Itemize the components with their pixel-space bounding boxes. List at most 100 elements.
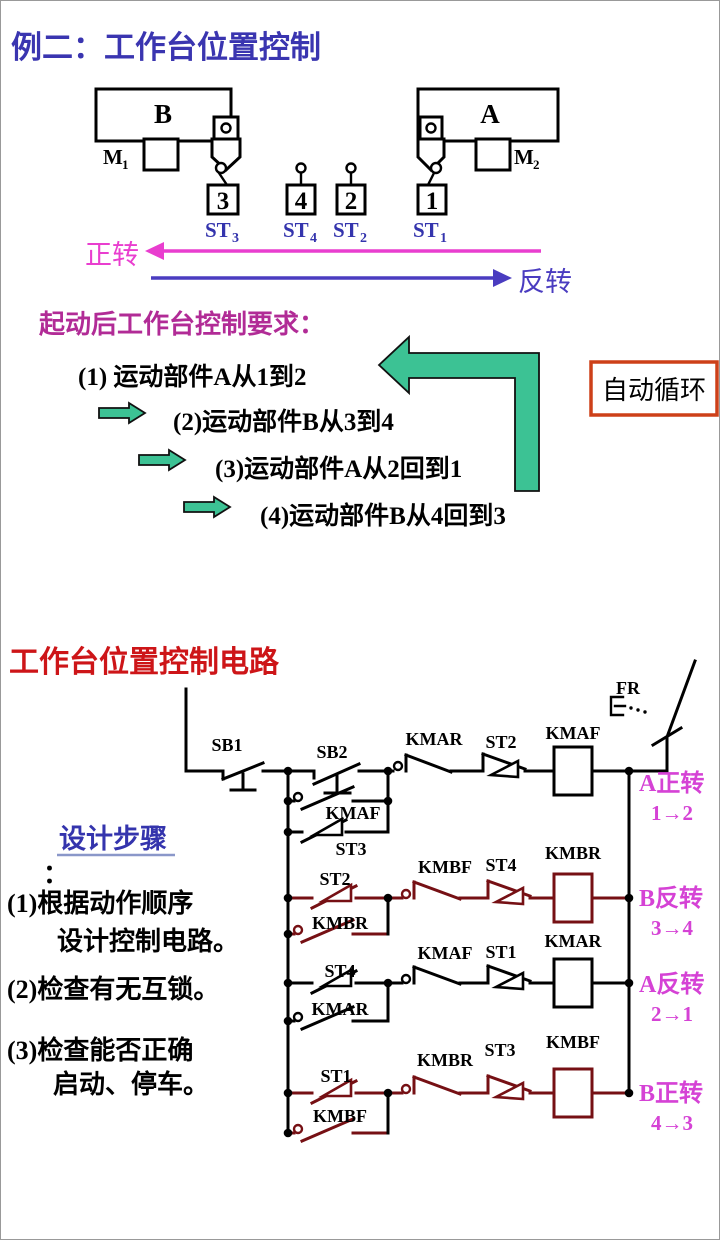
out1-name: A正转 [639,769,704,797]
supply-feed-wire [184,687,225,773]
kmbr-nc-hook [400,1083,412,1095]
step-arrow-icon-2 [138,449,186,471]
requirement-item-2: (2)运动部件B从3到4 [173,407,394,436]
design-heading: 设计步骤 [59,824,167,854]
out4-name: B正转 [639,1079,703,1107]
pos-4-label: 4 [295,188,308,215]
lever-b-link [217,171,229,187]
pos-box-4 [285,183,317,216]
reverse-arrowhead-icon [493,269,512,287]
block-b-label: B [154,99,172,129]
requirement-item-3: (3)运动部件A从2回到1 [215,454,462,483]
motor-m1-sub: 1 [122,157,129,172]
out4-range: 4→3 [651,1111,693,1135]
roller-b-icon [220,122,232,134]
limit-switch-labels: ST 3 ST 4 ST 2 ST 1 [205,218,447,246]
direction-arrows: 正转 反转 [85,240,572,297]
st4-row3-label: ST4 [324,961,355,981]
kmar-nc-contact [404,753,485,774]
st1-roller-icon-row3 [491,970,525,991]
st4-row2-label: ST4 [485,855,516,875]
requirement-item-1: (1) 运动部件A从1到2 [78,362,306,391]
circuit-labels: FR SB1 SB2 KMAR ST2 KMAF KMAF ST3 ST2 KM… [211,678,641,1126]
rung-1-a-forward [386,745,631,797]
pos-1-label: 1 [426,188,439,215]
kmbr-hold-label: KMBR [312,913,369,933]
design-step2: (2)检查有无互锁。 [7,974,219,1004]
kmaf-nc-label: KMAF [418,943,473,963]
requirements-section: 起动后工作台控制要求： (1) 运动部件A从1到2 (2)运动部件B从3到4 (… [39,309,719,530]
rung-2-b-reverse [286,872,631,944]
sb1-label: SB1 [211,735,242,755]
design-step3-line1: (3)检查能否正确 [7,1035,193,1065]
motor-m1-box [142,137,180,172]
st1-roller-icon-row4 [318,1077,353,1098]
out2-range: 3→4 [651,916,694,940]
kmar-hold-label: KMAR [312,999,370,1019]
kmbr-nc-contact [412,1075,490,1096]
st1-row4-label: ST1 [320,1066,351,1086]
kmar-nc-hook [392,760,404,772]
kmbr-coil [552,872,594,924]
contact-sb2 [286,762,390,795]
kmbr-nc-label: KMBR [417,1050,474,1070]
st4-roller-icon-row3 [318,967,353,988]
rung-4-b-forward [286,1067,633,1143]
st3-sub: 3 [232,231,239,246]
pos-3-label: 3 [217,188,230,215]
motor-m2-label: M [514,145,534,169]
motor-m1-label: M [103,145,123,169]
kmaf-hold-label: KMAF [326,803,381,823]
design-steps: 设计步骤 ： (1)根据动作顺序 设计控制电路。 (2)检查有无互锁。 (3)检… [7,824,239,1099]
st2-roller-icon-row2 [318,882,353,903]
st2-roller-icon-row1 [486,758,520,779]
auto-cycle-box [589,360,719,417]
st3-roller-icon-row4 [491,1080,525,1101]
kmbr-coil-label: KMBR [545,843,602,863]
design-step3-line2: 启动、停车。 [53,1069,209,1099]
pos-box-3 [206,183,240,216]
kmbf-selfhold-contact [300,1117,390,1143]
sb2-label: SB2 [316,742,347,762]
st2-row1-label: ST2 [485,732,516,752]
kmaf-nc-contact [412,965,490,986]
out1-range: 1→2 [651,801,693,825]
kmar-coil-label: KMAR [545,931,603,951]
kmbf-nc-hook [400,888,412,900]
mechanical-diagram: B M 1 A M 2 3 4 2 1 [94,87,560,246]
fr-label: FR [616,678,641,698]
output-annotations: A正转 1→2 B反转 3→4 A反转 2→1 B正转 4→3 [639,769,704,1135]
requirements-heading: 起动后工作台控制要求： [39,309,325,339]
kmbf-coil-label: KMBF [546,1032,600,1052]
stem-4-roller-icon [295,162,307,174]
circuit-heading: 工作台位置控制电路 [9,645,280,679]
kmar-nc-label: KMAR [406,729,464,749]
pos-box-2 [335,183,367,216]
motor-m2-box [474,137,512,172]
contact-sb1 [221,761,290,792]
block-a-label: A [480,99,500,129]
st3-row4-label: ST3 [484,1040,515,1060]
st4-label: ST [283,218,309,242]
kmbf-hold-label: KMBF [313,1106,367,1126]
kmaf-coil [552,745,594,797]
kmaf-nc-hook [400,973,412,985]
page-title: 例二：工作台位置控制 [11,30,321,65]
forward-label: 正转 [85,240,139,270]
roller-housing-b [212,115,240,141]
st1-label: ST [413,218,439,242]
cycle-return-arrow-icon [377,334,540,492]
st2-sub: 2 [360,231,367,246]
st3-label: ST [205,218,231,242]
design-colon: ： [43,860,69,889]
kmar-coil [552,957,594,1009]
kmbf-nc-contact [412,880,490,901]
design-step1-line1: (1)根据动作顺序 [7,888,193,918]
kmbf-coil [552,1067,594,1119]
st4-sub: 4 [310,231,317,246]
st3-roller-icon-start [309,816,344,837]
design-step1-line2: 设计控制电路。 [57,926,239,956]
st1-row3-label: ST1 [485,942,516,962]
